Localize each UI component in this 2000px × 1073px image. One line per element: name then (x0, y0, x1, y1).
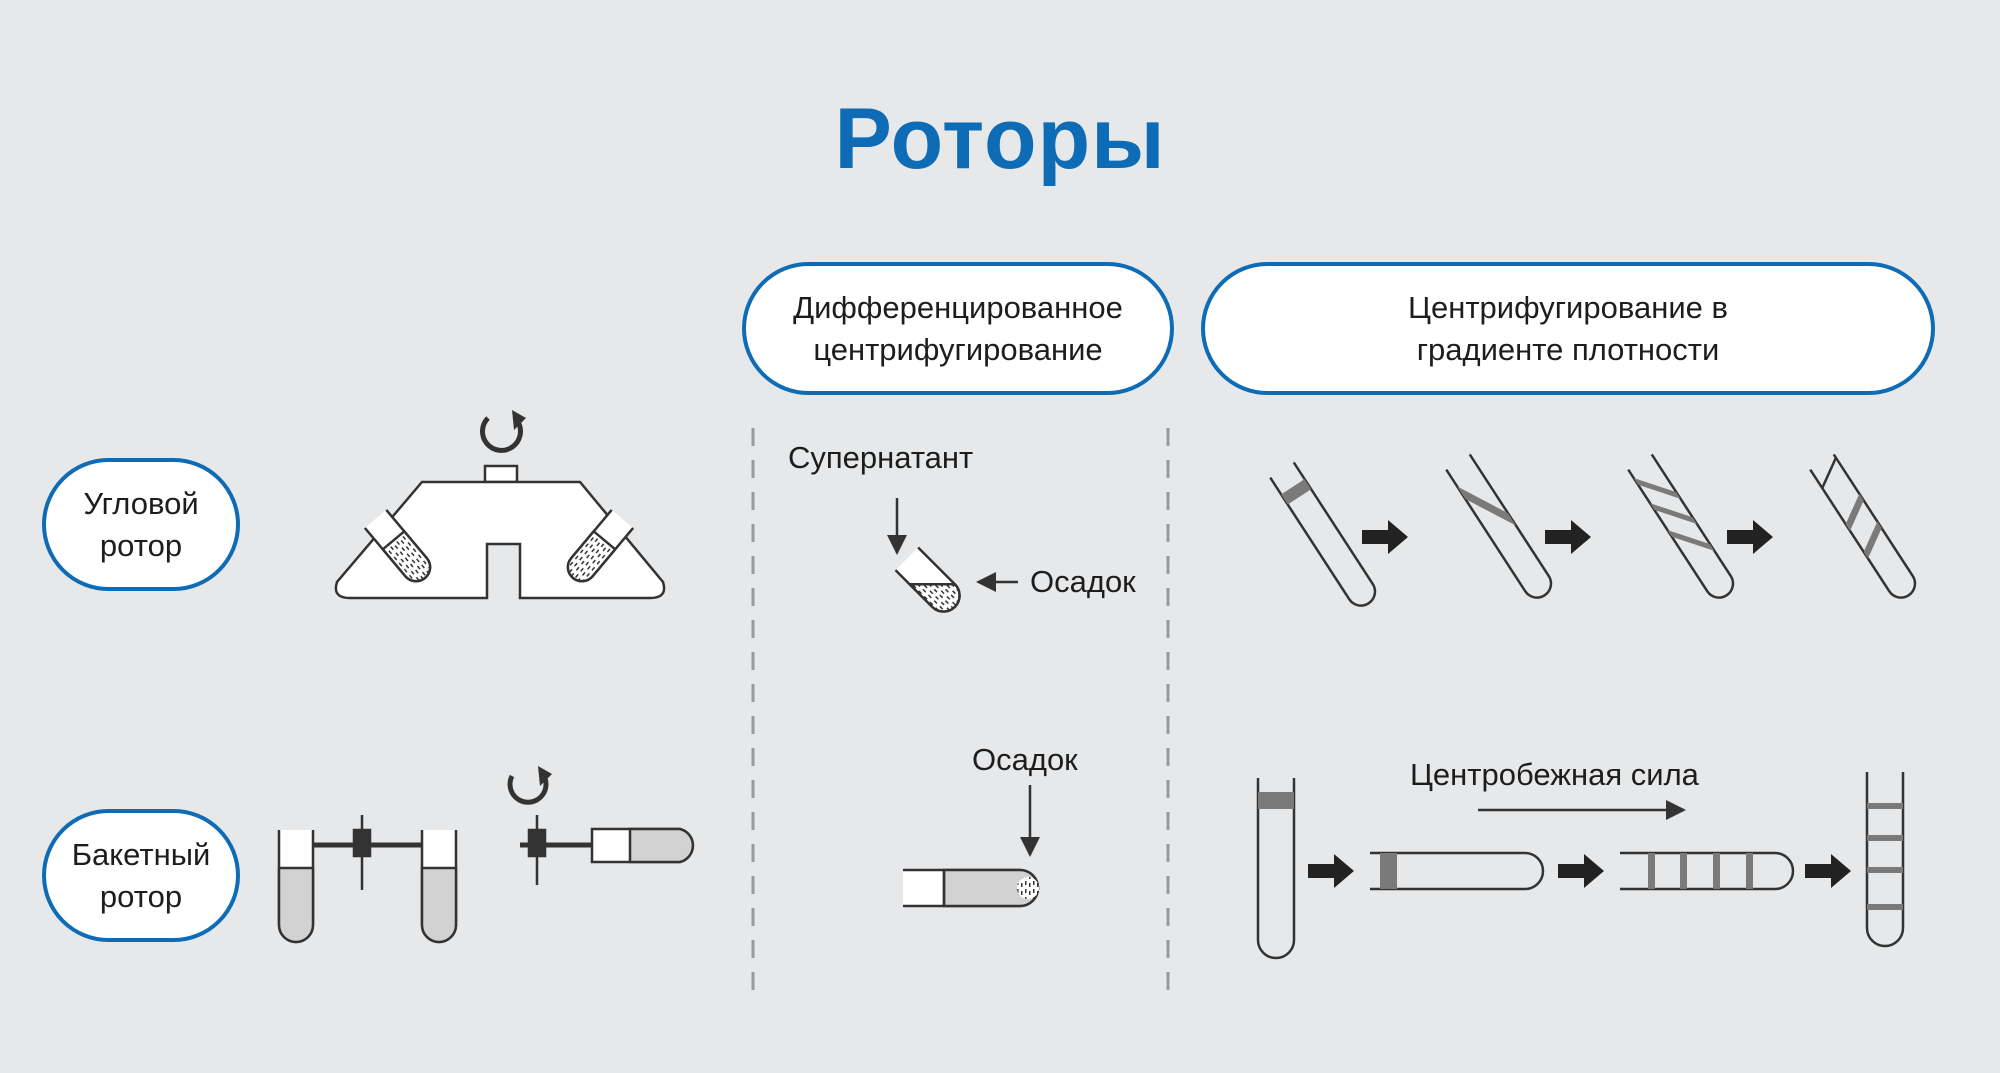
header-gradient-line2: градиенте плотности (1416, 331, 1720, 367)
label-supernatant: Супернатант (788, 440, 974, 475)
label-sediment-angle: Осадок (1030, 564, 1136, 599)
label-centrifugal-force: Центробежная сила (1410, 757, 1699, 792)
label-sediment-bucket: Осадок (972, 742, 1078, 777)
row-angle-line2: ротор (99, 527, 183, 563)
header-density-gradient-centrifugation: Центрифугирование в градиенте плотности (1201, 262, 1935, 395)
page-title: Роторы (834, 91, 1166, 187)
differential-bucket-tube-icon (903, 785, 1040, 908)
header-gradient-line1: Центрифугирование в (1408, 289, 1728, 325)
gradient-bucket-sequence-icon (1256, 772, 1905, 960)
header-differential-line2: центрифугирование (813, 331, 1103, 367)
header-differential-centrifugation: Дифференцированное центрифугирование (742, 262, 1174, 395)
rotation-arrow-icon (480, 410, 526, 453)
row-bucket-rotor: Бакетный ротор (42, 809, 240, 942)
differential-angle-tube-icon (887, 498, 1018, 613)
rotation-arrow-icon (507, 766, 552, 805)
angle-rotor-icon (334, 410, 666, 600)
row-bucket-line1: Бакетный (71, 836, 211, 872)
bucket-rotor-resting-icon (277, 815, 458, 944)
gradient-angle-sequence-icon (1269, 453, 1917, 607)
row-bucket-line2: ротор (99, 878, 183, 914)
header-differential-line1: Дифференцированное (793, 289, 1123, 325)
row-angle-rotor: Угловой ротор (42, 458, 240, 591)
bucket-rotor-spinning-icon (507, 766, 695, 885)
row-angle-line1: Угловой (83, 485, 199, 521)
